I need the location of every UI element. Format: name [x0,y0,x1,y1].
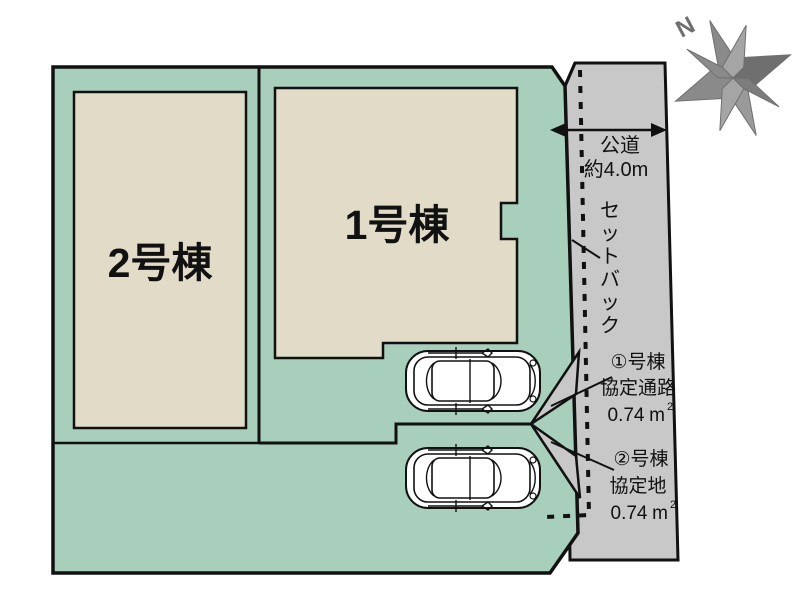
note-2-line2: 協定地 [609,475,666,497]
building-2-footprint [72,90,248,430]
car-top-trim-upper [428,348,493,358]
dimension-arrow-left [550,123,566,137]
setback-char-3: バ [600,269,620,291]
building-1-label: 1号棟 [345,202,451,248]
wedge-leader-lower [550,441,615,471]
building-2-label: 2号棟 [108,240,214,286]
parked-car-lower [405,444,541,512]
compass-point-nw [686,48,735,79]
road-label-line2: 約4.0m [584,158,648,181]
car-windshield-upper [425,362,435,400]
setback-char-2: ト [600,246,620,268]
setback-dashed-line [544,69,592,519]
compass-star [674,20,792,136]
dimension-arrow-right [651,123,667,137]
note-2-unit-exponent: 2 [670,499,676,511]
setback-annotation: セ ッ ト バ ッ ク [571,200,620,337]
annotation-note-1: ①号棟 協定通路 0.74 m 2 [600,351,676,426]
car-top-trim-lower [428,445,493,455]
setback-char-1: ッ [600,223,620,245]
note-1-value: 0.74 [608,405,645,426]
building-2: 2号棟 [72,90,248,430]
setback-char-5: ク [600,314,620,337]
car-windshield-lower [425,459,435,497]
car-taillight-b-upper [529,395,537,403]
car-rear-window-lower [491,459,502,497]
car-bottom-trim-upper [428,404,493,414]
note-2-line1: ②号棟 [613,448,668,470]
public-road-area [563,61,680,562]
building-1: 1号棟 [273,86,519,360]
lot-1-parking-boundary [259,422,531,445]
car-taillight-b-lower [529,492,537,500]
car-cabin-lower [431,457,495,499]
agreement-wedge-lower [529,422,582,499]
wedge-leader-upper [550,376,613,407]
compass-point-sw [719,77,745,132]
setback-leader-line [571,239,601,259]
setback-char-0: セ [600,200,620,222]
building-1-footprint [273,86,519,360]
compass-north-icon: N [671,11,699,43]
compass-rose: N [671,11,792,136]
note-1-line2: 協定通路 [600,377,676,399]
road-top-left-edge [563,62,577,87]
car-body-lower [405,444,541,512]
note-1-unit: m [649,405,665,426]
car-cabin-upper [431,360,495,402]
car-taillight-a-upper [529,359,537,367]
car-rear-detail-lower [529,461,536,495]
note-1-unit-exponent: 2 [667,401,673,413]
note-2-unit: m [652,503,668,524]
car-rear-detail-upper [529,364,536,398]
road-label-line1: 公道 [600,134,640,157]
car-body-upper [405,347,541,415]
setback-line-path [544,69,592,519]
setback-char-4: ッ [600,292,620,314]
lot-1-boundary [259,422,531,445]
car-bottom-trim-lower [428,501,493,511]
annotation-note-2: ②号棟 協定地 0.74 m 2 [609,448,676,524]
agreement-wedge-upper [529,347,581,426]
parked-car-upper [405,347,541,415]
agreement-wedges [529,347,615,499]
road-width-dimension: 公道 約4.0m [550,123,667,181]
note-1-line1: ①号棟 [610,351,665,373]
note-2-value: 0.74 [611,503,648,524]
car-rear-window-upper [491,362,502,400]
car-taillight-a-lower [529,456,537,464]
